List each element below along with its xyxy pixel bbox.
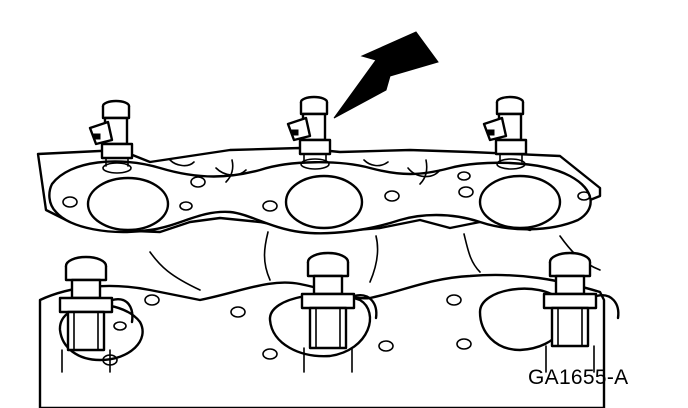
- bolt-hole: [190, 176, 206, 188]
- fuel-injector-1: [88, 99, 134, 174]
- bolt-hole: [262, 348, 278, 360]
- upper-port-3: [478, 174, 562, 230]
- bolt-hole: [457, 171, 471, 181]
- bolt-hole: [113, 321, 127, 331]
- bolt-hole: [458, 186, 474, 198]
- fuel-injector-3: [482, 95, 528, 170]
- upper-port-2: [284, 174, 364, 230]
- bolt-hole: [144, 294, 160, 306]
- intake-gasket: [48, 160, 592, 235]
- lower-injector-1: [58, 255, 134, 373]
- web-detail: [169, 159, 195, 167]
- lower-injector-2: [300, 251, 378, 373]
- runner-line: [149, 251, 201, 291]
- web-detail: [407, 159, 441, 185]
- runner-line: [263, 231, 271, 281]
- bolt-hole: [62, 196, 78, 208]
- bolt-hole: [456, 338, 472, 350]
- lower-injector-3: [542, 251, 620, 373]
- runner-line: [463, 233, 481, 273]
- runner-line: [369, 235, 379, 283]
- web-detail: [215, 159, 247, 183]
- figure-code-label: GA1655-A: [528, 366, 629, 389]
- bolt-hole: [384, 190, 400, 202]
- bolt-hole: [446, 294, 462, 306]
- upper-port-1: [86, 176, 170, 232]
- arrow-icon: [333, 31, 439, 119]
- upper-manifold: [36, 146, 602, 235]
- bolt-hole: [378, 340, 394, 352]
- web-detail: [363, 159, 389, 167]
- bolt-hole: [179, 201, 193, 211]
- bolt-hole: [262, 200, 278, 212]
- bolt-hole: [230, 306, 246, 318]
- fuel-injector-2: [286, 95, 332, 170]
- bolt-hole: [577, 191, 591, 201]
